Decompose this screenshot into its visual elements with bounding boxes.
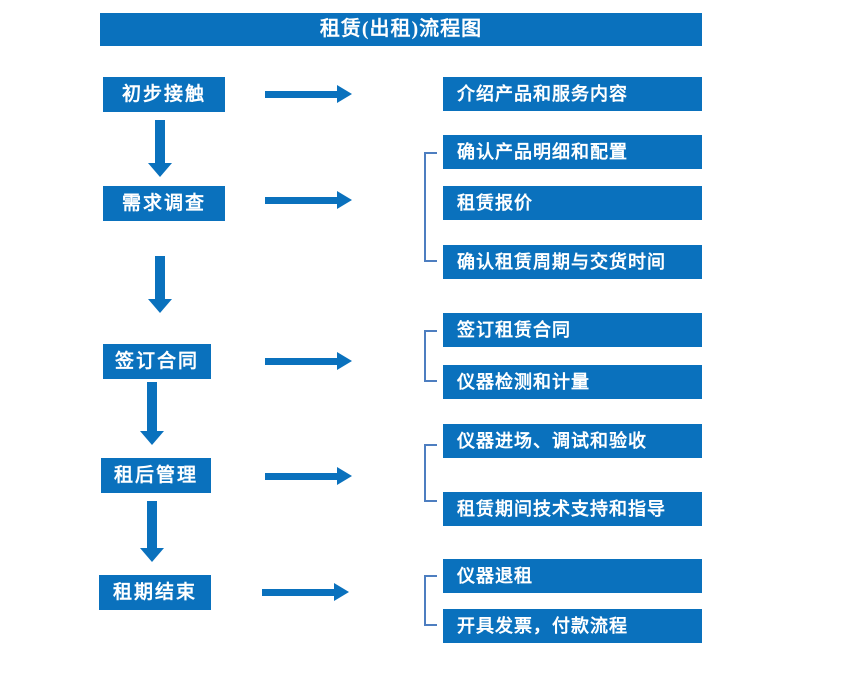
stage-box-rental-end: 租期结束 xyxy=(99,575,211,610)
arrow-shaft xyxy=(155,256,165,300)
detail-box-instrument-return: 仪器退租 xyxy=(443,559,702,593)
down-arrow-3 xyxy=(140,382,164,445)
stage-box-sign-contract: 签订合同 xyxy=(103,344,211,379)
group-bracket-demand-survey xyxy=(424,152,437,262)
right-arrow-2 xyxy=(265,191,352,209)
arrow-shaft xyxy=(147,382,157,432)
arrow-head xyxy=(337,85,352,103)
arrow-shaft xyxy=(147,501,157,549)
arrow-shaft xyxy=(265,358,339,365)
detail-box-instrument-entry: 仪器进场、调试和验收 xyxy=(443,424,702,458)
group-bracket-sign-contract xyxy=(424,330,437,382)
detail-box-tech-support: 租赁期间技术支持和指导 xyxy=(443,492,702,526)
right-arrow-4 xyxy=(265,467,352,485)
group-bracket-post-rental xyxy=(424,444,437,502)
detail-box-invoice-payment: 开具发票，付款流程 xyxy=(443,609,702,643)
stage-box-post-rental: 租后管理 xyxy=(101,458,211,493)
arrow-head xyxy=(337,467,352,485)
arrow-head xyxy=(148,163,172,177)
right-arrow-1 xyxy=(265,85,352,103)
arrow-shaft xyxy=(155,120,165,164)
arrow-head xyxy=(337,352,352,370)
down-arrow-1 xyxy=(148,120,172,177)
detail-box-sign-rental-contract: 签订租赁合同 xyxy=(443,313,702,347)
detail-box-confirm-product-spec: 确认产品明细和配置 xyxy=(443,135,702,169)
arrow-shaft xyxy=(265,91,339,98)
arrow-head xyxy=(140,548,164,562)
arrow-head xyxy=(337,191,352,209)
stage-box-initial-contact: 初步接触 xyxy=(103,77,225,112)
down-arrow-2 xyxy=(148,256,172,313)
arrow-shaft xyxy=(265,473,339,480)
down-arrow-4 xyxy=(140,501,164,562)
detail-box-instrument-testing: 仪器检测和计量 xyxy=(443,365,702,399)
right-arrow-5 xyxy=(262,583,349,601)
group-bracket-rental-end xyxy=(424,575,437,626)
detail-box-rental-quote: 租赁报价 xyxy=(443,186,702,220)
arrow-shaft xyxy=(262,589,336,596)
detail-box-introduce-products: 介绍产品和服务内容 xyxy=(443,77,702,111)
arrow-head xyxy=(148,299,172,313)
arrow-head xyxy=(334,583,349,601)
stage-box-demand-survey: 需求调查 xyxy=(103,186,225,221)
arrow-head xyxy=(140,431,164,445)
arrow-shaft xyxy=(265,197,339,204)
flowchart-title: 租赁(出租)流程图 xyxy=(100,13,702,46)
detail-box-confirm-period: 确认租赁周期与交货时间 xyxy=(443,245,702,279)
right-arrow-3 xyxy=(265,352,352,370)
